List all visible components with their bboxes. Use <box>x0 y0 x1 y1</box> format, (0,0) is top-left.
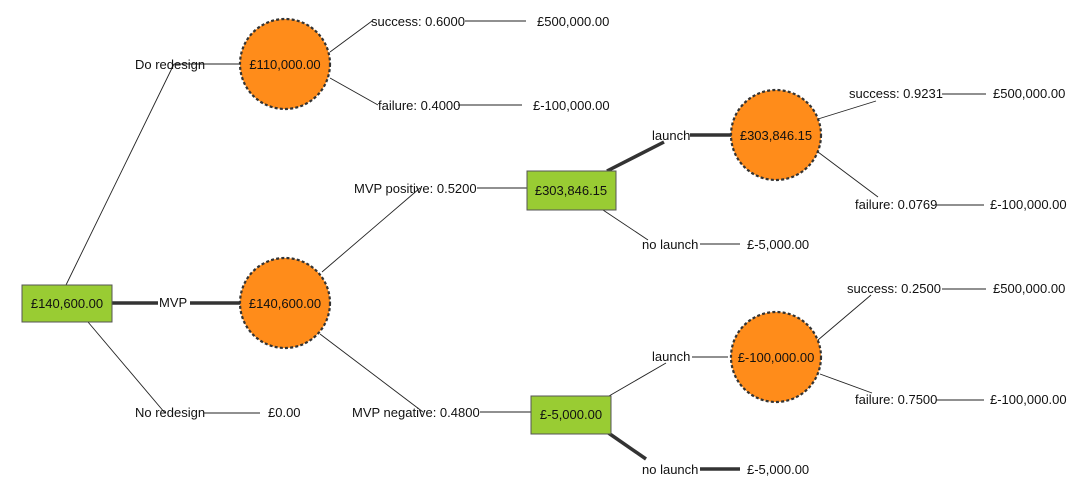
decision-node-mvp-negative-value: £-5,000.00 <box>540 407 602 422</box>
payoff-redesign-failure: £-100,000.00 <box>533 98 610 113</box>
edge-label-pos-failure: failure: 0.0769 <box>855 197 937 212</box>
payoff-redesign-success: £500,000.00 <box>537 14 609 29</box>
edge-no-redesign-diagonal <box>87 321 166 414</box>
payoff-pos-failure: £-100,000.00 <box>990 197 1067 212</box>
edge-label-redesign-success: success: 0.6000 <box>371 14 465 29</box>
payoff-neg-no-launch: £-5,000.00 <box>747 462 809 477</box>
edge-label-pos-no-launch: no launch <box>642 237 698 252</box>
edge-redesign-success-diagonal <box>329 20 373 53</box>
edge-label-neg-launch: launch <box>652 349 690 364</box>
decision-node-root[interactable]: £140,600.00 <box>21 284 113 323</box>
edge-pos-success-diagonal <box>817 100 877 120</box>
decision-node-root-value: £140,600.00 <box>31 296 103 311</box>
edge-label-pos-success: success: 0.9231 <box>849 86 943 101</box>
payoff-no-redesign: £0.00 <box>268 405 301 420</box>
edge-redesign-failure-diagonal <box>329 77 379 106</box>
decision-node-mvp-positive[interactable]: £303,846.15 <box>526 170 617 211</box>
edge-neg-success-diagonal <box>817 294 872 341</box>
payoff-neg-success: £500,000.00 <box>993 281 1065 296</box>
chance-node-mvp-value: £140,600.00 <box>249 296 321 311</box>
edge-label-neg-no-launch: no launch <box>642 462 698 477</box>
chance-node-redesign[interactable]: £110,000.00 <box>238 17 332 111</box>
edge-pos-failure-diagonal <box>817 151 879 198</box>
edge-label-mvp-negative: MVP negative: 0.4800 <box>352 405 480 420</box>
chance-node-redesign-value: £110,000.00 <box>249 57 320 72</box>
edge-neg-launch-diagonal <box>608 362 667 397</box>
edge-label-redesign-failure: failure: 0.4000 <box>378 98 460 113</box>
edge-label-mvp: MVP <box>159 295 187 310</box>
edge-mvp-positive-diagonal <box>321 187 421 273</box>
edge-label-do-redesign: Do redesign <box>135 57 205 72</box>
edge-label-no-redesign: No redesign <box>135 405 205 420</box>
chance-node-negative-launch[interactable]: £-100,000.00 <box>729 310 823 404</box>
edge-label-mvp-positive: MVP positive: 0.5200 <box>354 181 477 196</box>
edge-do-redesign-diagonal <box>65 63 175 286</box>
payoff-neg-failure: £-100,000.00 <box>990 392 1067 407</box>
decision-node-mvp-positive-value: £303,846.15 <box>535 183 607 198</box>
edge-label-pos-launch: launch <box>652 128 690 143</box>
chance-node-negative-launch-value: £-100,000.00 <box>738 350 815 365</box>
edge-neg-failure-diagonal <box>819 373 873 394</box>
edge-label-neg-success: success: 0.2500 <box>847 281 941 296</box>
payoff-pos-no-launch: £-5,000.00 <box>747 237 809 252</box>
payoff-pos-success: £500,000.00 <box>993 86 1065 101</box>
chance-node-mvp[interactable]: £140,600.00 <box>238 256 332 350</box>
decision-node-mvp-negative[interactable]: £-5,000.00 <box>530 395 612 435</box>
chance-node-positive-launch[interactable]: £303,846.15 <box>729 88 823 182</box>
edge-pos-launch-diagonal <box>606 140 665 173</box>
edge-label-neg-failure: failure: 0.7500 <box>855 392 937 407</box>
edge-pos-no-launch-diagonal <box>602 209 649 241</box>
edge-mvp-negative-diagonal <box>319 333 424 413</box>
edge-neg-no-launch-diagonal <box>606 430 647 461</box>
chance-node-positive-launch-value: £303,846.15 <box>740 128 812 143</box>
